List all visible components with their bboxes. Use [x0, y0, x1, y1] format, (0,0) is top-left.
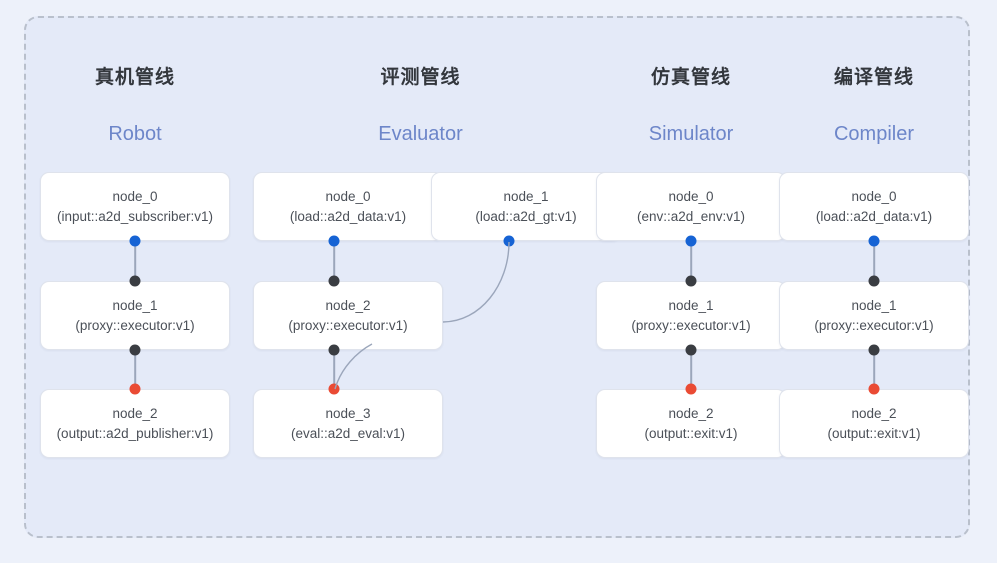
- column-subtitle-simulator: Simulator: [648, 123, 734, 145]
- node-spec: (proxy::executor:v1): [288, 317, 408, 333]
- node-spec: (proxy::executor:v1): [75, 317, 195, 333]
- node-name: node_2: [668, 405, 714, 421]
- node-box[interactable]: node_1 (proxy::executor:v1): [596, 281, 786, 350]
- port-input-red[interactable]: [685, 383, 697, 395]
- port-output-black[interactable]: [328, 344, 340, 356]
- port-input-red[interactable]: [328, 383, 340, 395]
- edge-segment: [333, 241, 335, 281]
- port-input-black[interactable]: [685, 275, 697, 287]
- port-output-black[interactable]: [868, 344, 880, 356]
- node-name: node_3: [325, 405, 371, 421]
- port-output-black[interactable]: [129, 344, 141, 356]
- node-name: node_1: [112, 297, 158, 313]
- node-box[interactable]: node_0 (env::a2d_env:v1): [596, 172, 786, 241]
- edge-segment: [690, 350, 692, 389]
- node-name: node_1: [668, 297, 714, 313]
- node-box[interactable]: node_1 (proxy::executor:v1): [779, 281, 969, 350]
- node-box[interactable]: node_2 (proxy::executor:v1): [253, 281, 443, 350]
- node-spec: (load::a2d_data:v1): [815, 208, 933, 224]
- column-title-robot: 真机管线: [94, 67, 175, 88]
- node-spec: (output::exit:v1): [827, 425, 921, 441]
- edge-segment: [873, 350, 875, 389]
- column-subtitle-robot: Robot: [108, 123, 162, 145]
- node-spec: (load::a2d_data:v1): [289, 208, 407, 224]
- column-subtitle-evaluator: Evaluator: [378, 123, 463, 145]
- node-spec: (output::a2d_publisher:v1): [56, 425, 214, 441]
- node-name: node_2: [851, 405, 897, 421]
- node-box[interactable]: node_0 (load::a2d_data:v1): [253, 172, 443, 241]
- node-box[interactable]: node_3 (eval::a2d_eval:v1): [253, 389, 443, 458]
- column-title-simulator: 仿真管线: [650, 67, 731, 88]
- node-spec: (eval::a2d_eval:v1): [290, 425, 406, 441]
- column-title-evaluator: 评测管线: [380, 67, 461, 88]
- edge-segment: [873, 241, 875, 281]
- node-box[interactable]: node_1 (proxy::executor:v1): [40, 281, 230, 350]
- node-box[interactable]: node_1 (load::a2d_gt:v1): [431, 172, 621, 241]
- node-box[interactable]: node_0 (load::a2d_data:v1): [779, 172, 969, 241]
- node-box[interactable]: node_2 (output::exit:v1): [596, 389, 786, 458]
- node-name: node_1: [503, 188, 549, 204]
- column-title-compiler: 编译管线: [833, 67, 914, 88]
- node-name: node_0: [325, 188, 371, 204]
- node-name: node_0: [668, 188, 714, 204]
- port-input-black[interactable]: [129, 275, 141, 287]
- port-output-blue[interactable]: [503, 235, 515, 247]
- node-spec: (output::exit:v1): [644, 425, 738, 441]
- column-subtitle-compiler: Compiler: [833, 123, 915, 145]
- port-input-black[interactable]: [868, 275, 880, 287]
- port-output-blue[interactable]: [328, 235, 340, 247]
- edge-segment: [690, 241, 692, 281]
- port-input-red[interactable]: [868, 383, 880, 395]
- node-name: node_2: [325, 297, 371, 313]
- node-spec: (load::a2d_gt:v1): [475, 208, 577, 224]
- edge-segment: [333, 350, 335, 389]
- edge-segment: [134, 241, 136, 281]
- edge-segment: [134, 350, 136, 389]
- port-output-black[interactable]: [685, 344, 697, 356]
- port-output-blue[interactable]: [129, 235, 141, 247]
- node-name: node_2: [112, 405, 158, 421]
- node-box[interactable]: node_2 (output::a2d_publisher:v1): [40, 389, 230, 458]
- port-input-red[interactable]: [129, 383, 141, 395]
- node-spec: (input::a2d_subscriber:v1): [56, 208, 214, 224]
- port-output-blue[interactable]: [868, 235, 880, 247]
- node-name: node_0: [851, 188, 897, 204]
- node-box[interactable]: node_0 (input::a2d_subscriber:v1): [40, 172, 230, 241]
- port-output-blue[interactable]: [685, 235, 697, 247]
- node-spec: (proxy::executor:v1): [631, 317, 751, 333]
- node-spec: (env::a2d_env:v1): [636, 208, 746, 224]
- node-spec: (proxy::executor:v1): [814, 317, 934, 333]
- node-name: node_0: [112, 188, 158, 204]
- node-name: node_1: [851, 297, 897, 313]
- node-box[interactable]: node_2 (output::exit:v1): [779, 389, 969, 458]
- port-input-black[interactable]: [328, 275, 340, 287]
